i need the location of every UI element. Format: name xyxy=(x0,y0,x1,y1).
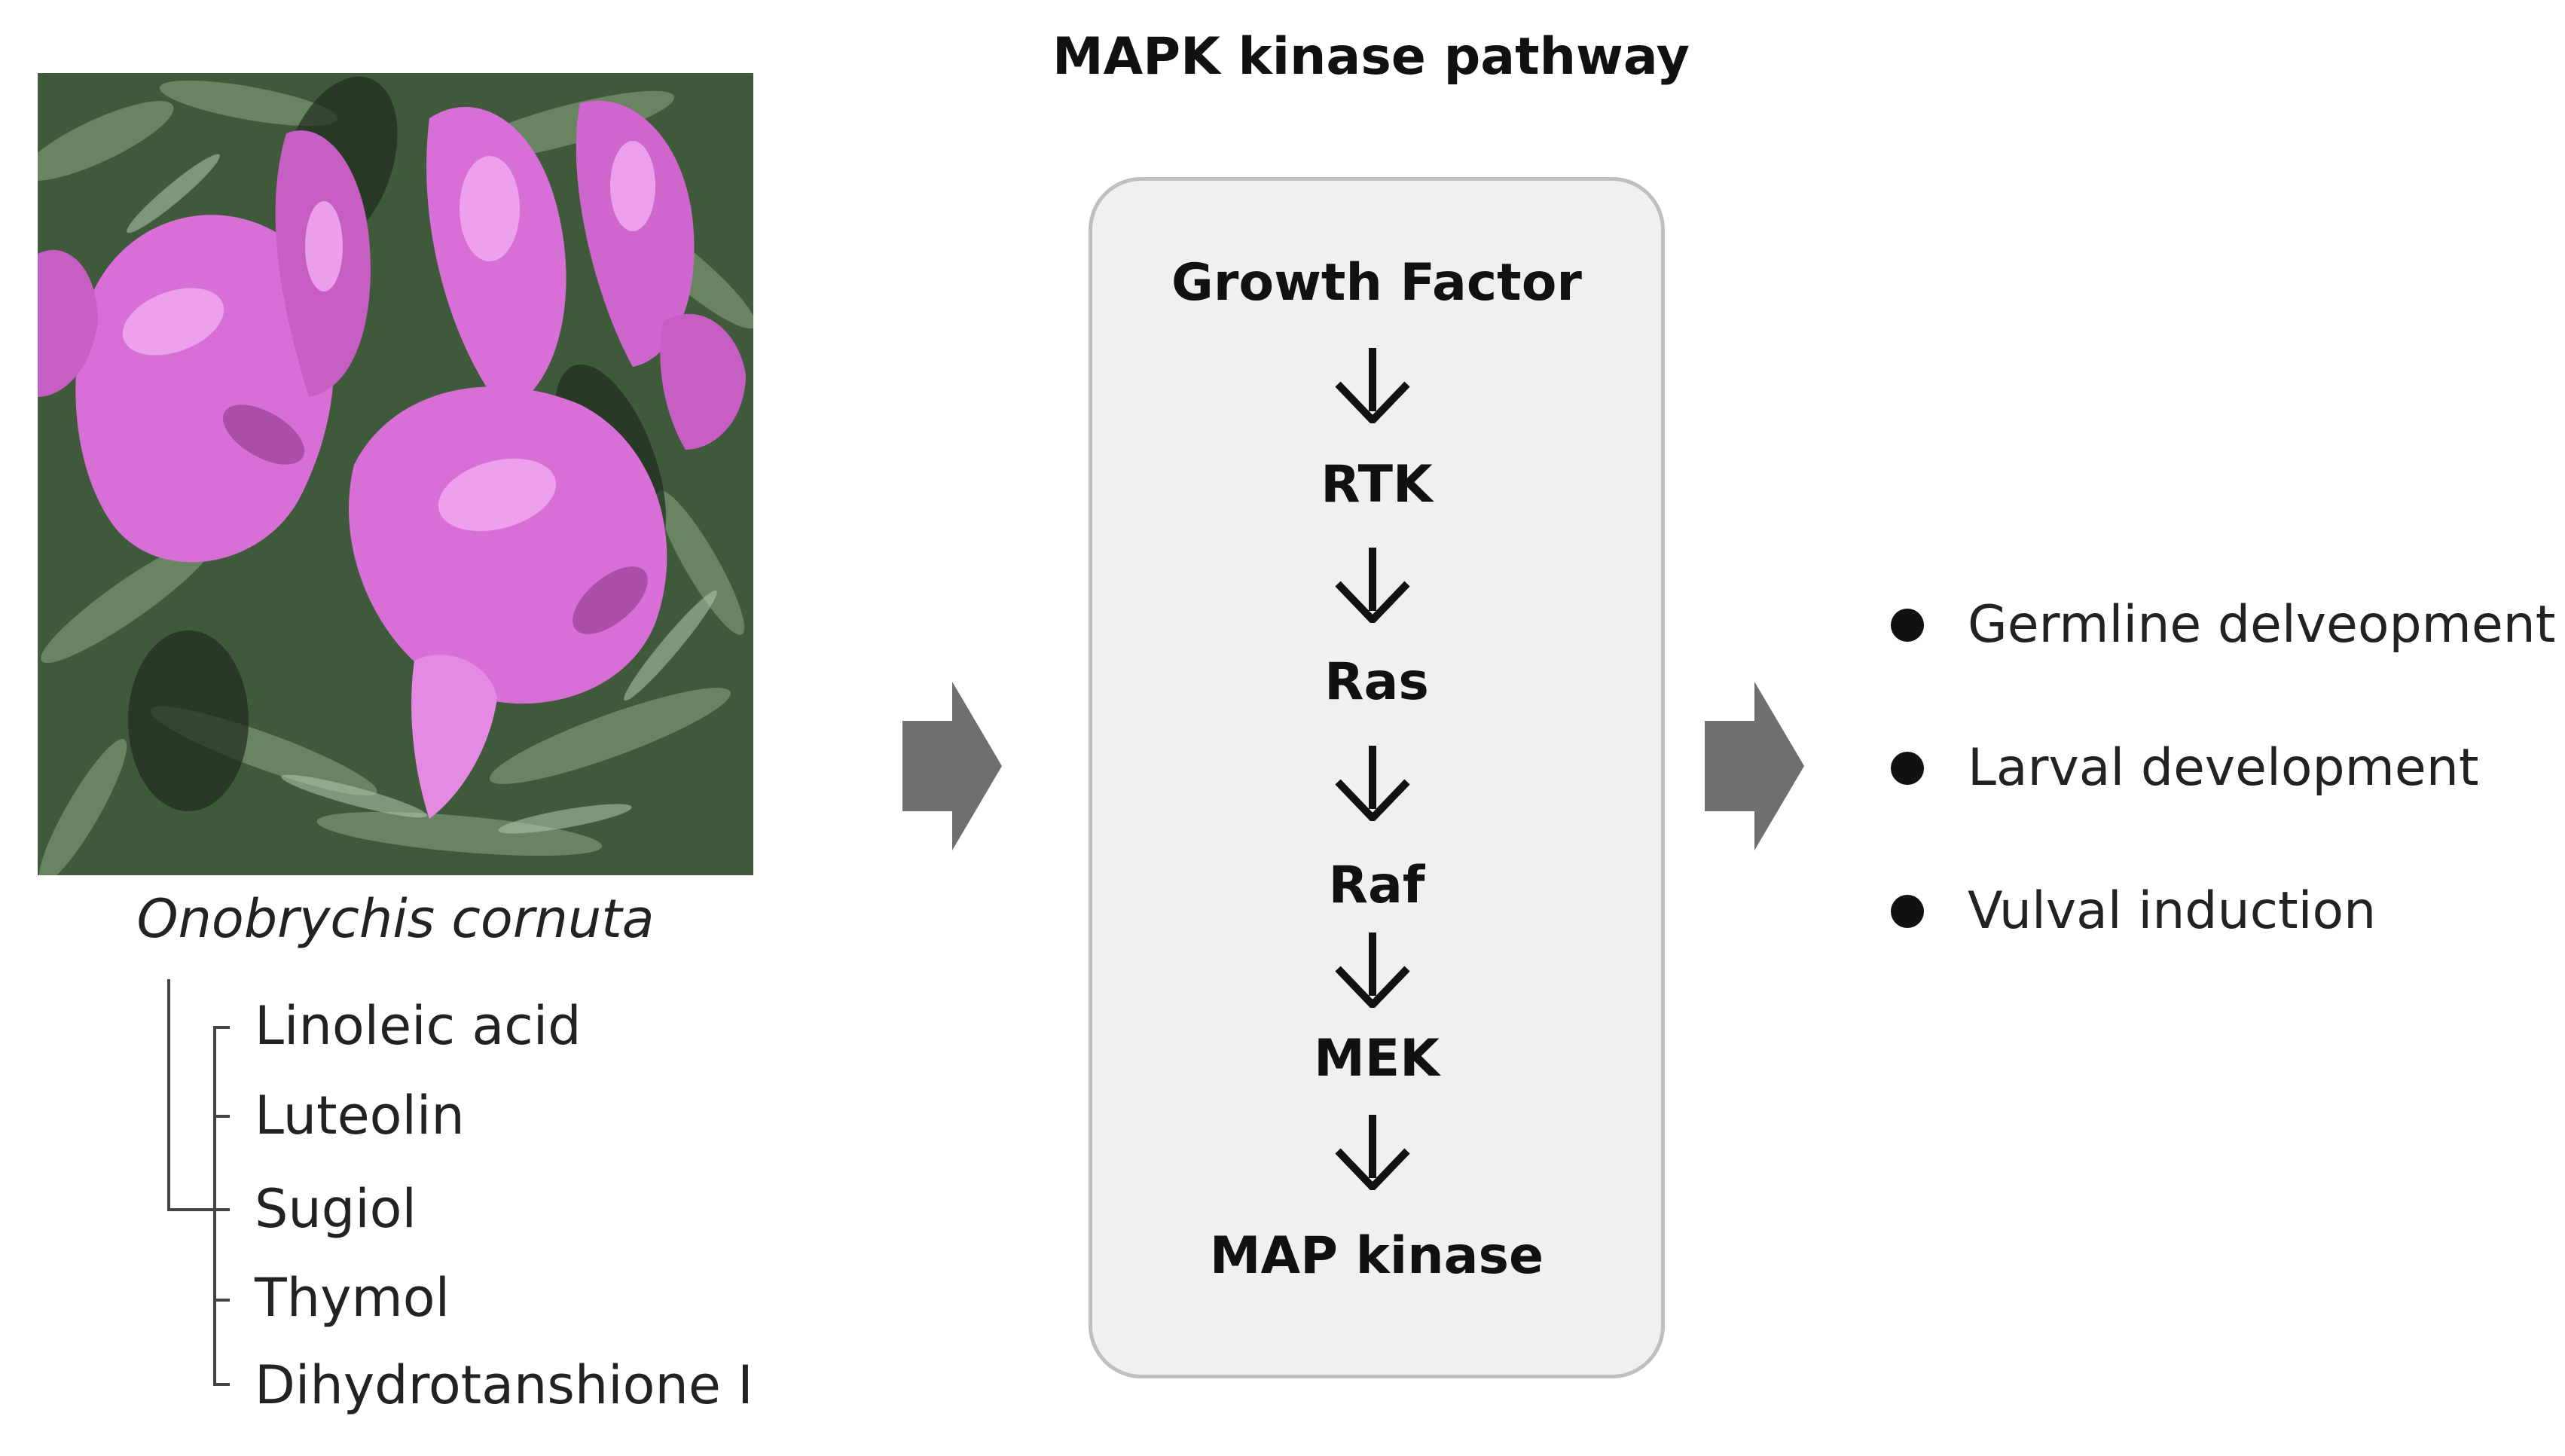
tree-connector-line xyxy=(167,1208,223,1211)
compound-label: Linoleic acid xyxy=(255,995,582,1057)
bullet-dot-icon xyxy=(1891,609,1924,642)
compound-label: Sugiol xyxy=(255,1178,417,1240)
compound-label: Dihydrotanshione I xyxy=(255,1354,753,1416)
down-arrow-icon xyxy=(1335,933,1410,1008)
pathway-step: RTK xyxy=(1321,455,1433,514)
tree-tick xyxy=(213,1115,230,1118)
pathway-step: Raf xyxy=(1328,856,1425,915)
compound-label: Thymol xyxy=(255,1267,450,1329)
outcome-text: Vulval induction xyxy=(1968,881,2377,941)
tree-branch-spine xyxy=(213,1026,216,1384)
pathway-step: MEK xyxy=(1314,1029,1440,1088)
outcome-item: Germline delveopment xyxy=(1891,591,2555,659)
outcome-item: Larval development xyxy=(1891,734,2479,802)
tree-tick xyxy=(213,1383,230,1386)
bullet-dot-icon xyxy=(1891,895,1924,928)
pathway-step: Growth Factor xyxy=(1171,253,1582,313)
right-arrow-icon xyxy=(902,682,1002,850)
tree-tick xyxy=(213,1208,230,1211)
pathway-step: MAP kinase xyxy=(1209,1226,1544,1286)
outcome-item: Vulval induction xyxy=(1891,878,2376,945)
onobrychis-flower-image xyxy=(38,73,753,875)
tree-tick xyxy=(213,1026,230,1029)
tree-trunk-line xyxy=(167,979,170,1210)
outcome-text: Germline delveopment xyxy=(1968,595,2556,655)
compound-label: Luteolin xyxy=(255,1085,465,1146)
pathway-title: MAPK kinase pathway xyxy=(1052,27,1690,87)
species-name: Onobrychis cornuta xyxy=(136,888,655,950)
down-arrow-icon xyxy=(1335,348,1410,423)
plant-photo xyxy=(38,73,753,875)
down-arrow-icon xyxy=(1335,1115,1410,1190)
outcome-text: Larval development xyxy=(1968,738,2479,798)
down-arrow-icon xyxy=(1335,548,1410,623)
down-arrow-icon xyxy=(1335,746,1410,821)
bullet-dot-icon xyxy=(1891,752,1924,785)
pathway-step: Ras xyxy=(1324,652,1429,712)
tree-tick xyxy=(213,1299,230,1302)
right-arrow-icon xyxy=(1705,682,1804,850)
